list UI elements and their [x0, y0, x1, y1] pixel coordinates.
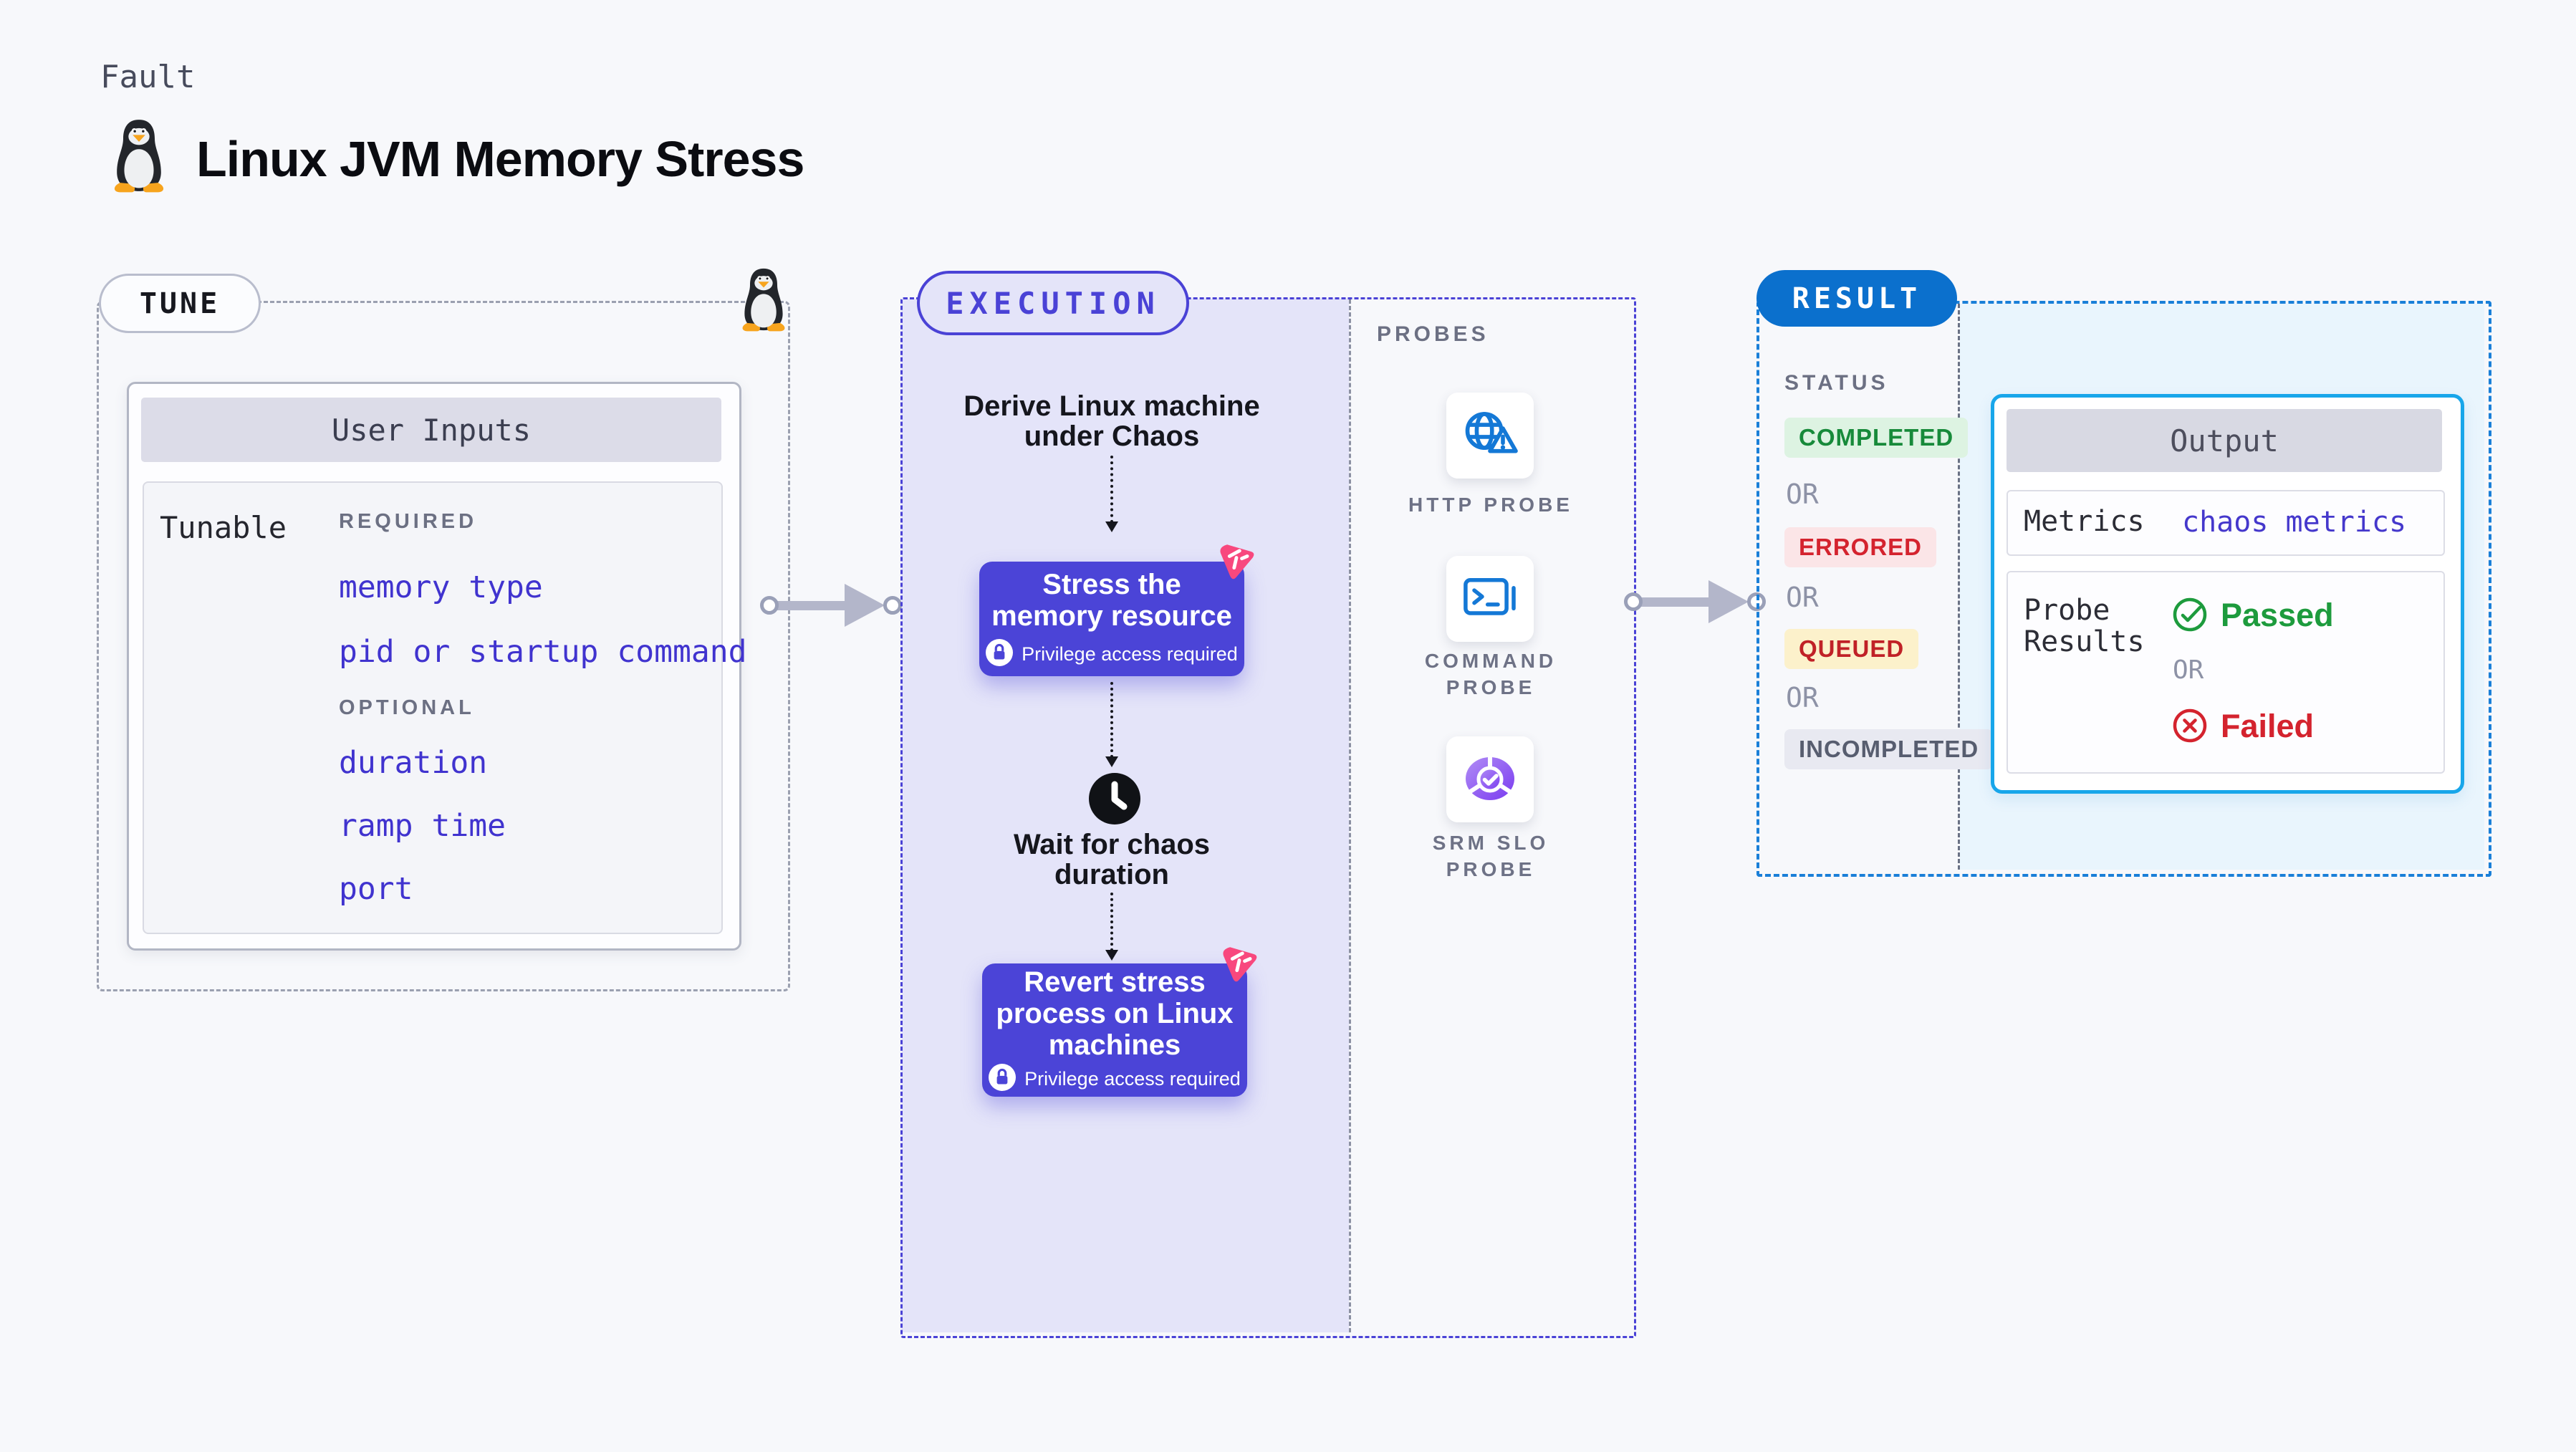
chaos-logo-icon — [1219, 944, 1259, 984]
slo-pie-check-icon — [1460, 752, 1520, 807]
fault-kicker: Fault — [100, 59, 196, 95]
status-badge-incompleted: INCOMPLETED — [1784, 729, 1994, 769]
probes-heading: PROBES — [1377, 322, 1489, 346]
metrics-label: Metrics — [2024, 505, 2145, 538]
status-label: STATUS — [1784, 371, 1889, 395]
tunable-row-label: Tunable — [160, 510, 287, 545]
srm-slo-probe-card — [1446, 736, 1534, 822]
wait-step-label: Wait for chaos duration — [1013, 829, 1211, 890]
connector-wait-to-revert — [1110, 893, 1113, 951]
tune-section-box — [97, 301, 790, 991]
connector-stress-to-wait — [1110, 682, 1113, 758]
result-badge: RESULT — [1756, 270, 1957, 327]
command-probe-card — [1446, 556, 1534, 642]
user-inputs-header: User Inputs — [141, 398, 721, 462]
revert-step-card[interactable]: Revert stress process on Linux machines … — [982, 963, 1247, 1097]
clock-icon — [1087, 771, 1142, 826]
input-duration[interactable]: duration — [339, 745, 488, 781]
terminal-icon — [1461, 574, 1519, 625]
arrow-execution-to-result — [1624, 578, 1766, 625]
chaos-logo-icon — [1216, 542, 1256, 582]
required-label: REQUIRED — [339, 510, 478, 533]
arrow-tune-to-execution — [760, 582, 902, 629]
lock-icon — [989, 1063, 1017, 1095]
tux-icon — [107, 117, 170, 193]
output-header: Output — [2007, 409, 2442, 472]
input-port[interactable]: port — [339, 871, 413, 907]
stress-step-card[interactable]: Stress the memory resource Privilege acc… — [979, 562, 1244, 676]
arrowhead-1 — [1105, 521, 1118, 532]
or-separator: OR — [1786, 682, 1819, 713]
or-separator: OR — [1786, 479, 1819, 510]
failed-label: Failed — [2221, 708, 2315, 744]
x-circle-icon — [2171, 707, 2209, 744]
status-output-divider — [1958, 304, 1960, 870]
lock-icon — [986, 638, 1014, 670]
arrowhead-3 — [1105, 950, 1118, 961]
connector-derive-to-stress — [1110, 456, 1113, 523]
result-section-box — [1756, 301, 2491, 877]
tux-icon-small — [736, 266, 791, 332]
execution-probes-divider — [1349, 299, 1351, 1332]
globe-warning-icon — [1461, 408, 1519, 463]
status-badge-errored: ERRORED — [1784, 527, 1937, 567]
probe-results-row — [2007, 571, 2445, 774]
tune-badge: TUNE — [99, 274, 261, 333]
optional-label: OPTIONAL — [339, 696, 475, 719]
execution-section-box — [900, 297, 1636, 1338]
page-title: Linux JVM Memory Stress — [196, 131, 804, 187]
input-pid-or-startup-command[interactable]: pid or startup command — [339, 634, 747, 670]
privilege-note: Privilege access required — [1022, 643, 1238, 665]
metrics-row — [2007, 490, 2445, 556]
passed-label: Passed — [2221, 597, 2334, 633]
tunable-panel — [143, 481, 723, 934]
status-badge-queued: QUEUED — [1784, 629, 1919, 669]
http-probe-label: HTTP PROBE — [1408, 494, 1573, 516]
status-badge-completed: COMPLETED — [1784, 418, 1969, 458]
input-ramp-time[interactable]: ramp time — [339, 808, 506, 844]
privilege-note: Privilege access required — [1024, 1067, 1241, 1090]
input-memory-type[interactable]: memory type — [339, 569, 543, 605]
arrowhead-2 — [1105, 756, 1118, 767]
check-circle-icon — [2171, 596, 2209, 633]
probe-results-label: Probe Results — [2024, 594, 2145, 658]
http-probe-card — [1446, 393, 1534, 479]
or-separator: OR — [1786, 582, 1819, 613]
command-probe-label: COMMAND PROBE — [1424, 650, 1557, 698]
chaos-metrics-link[interactable]: chaos metrics — [2182, 506, 2407, 539]
or-separator: OR — [2173, 655, 2204, 685]
srm-slo-probe-label: SRM SLO PROBE — [1432, 832, 1549, 880]
derive-step-label: Derive Linux machine under Chaos — [963, 390, 1260, 452]
execution-badge: EXECUTION — [917, 271, 1189, 335]
